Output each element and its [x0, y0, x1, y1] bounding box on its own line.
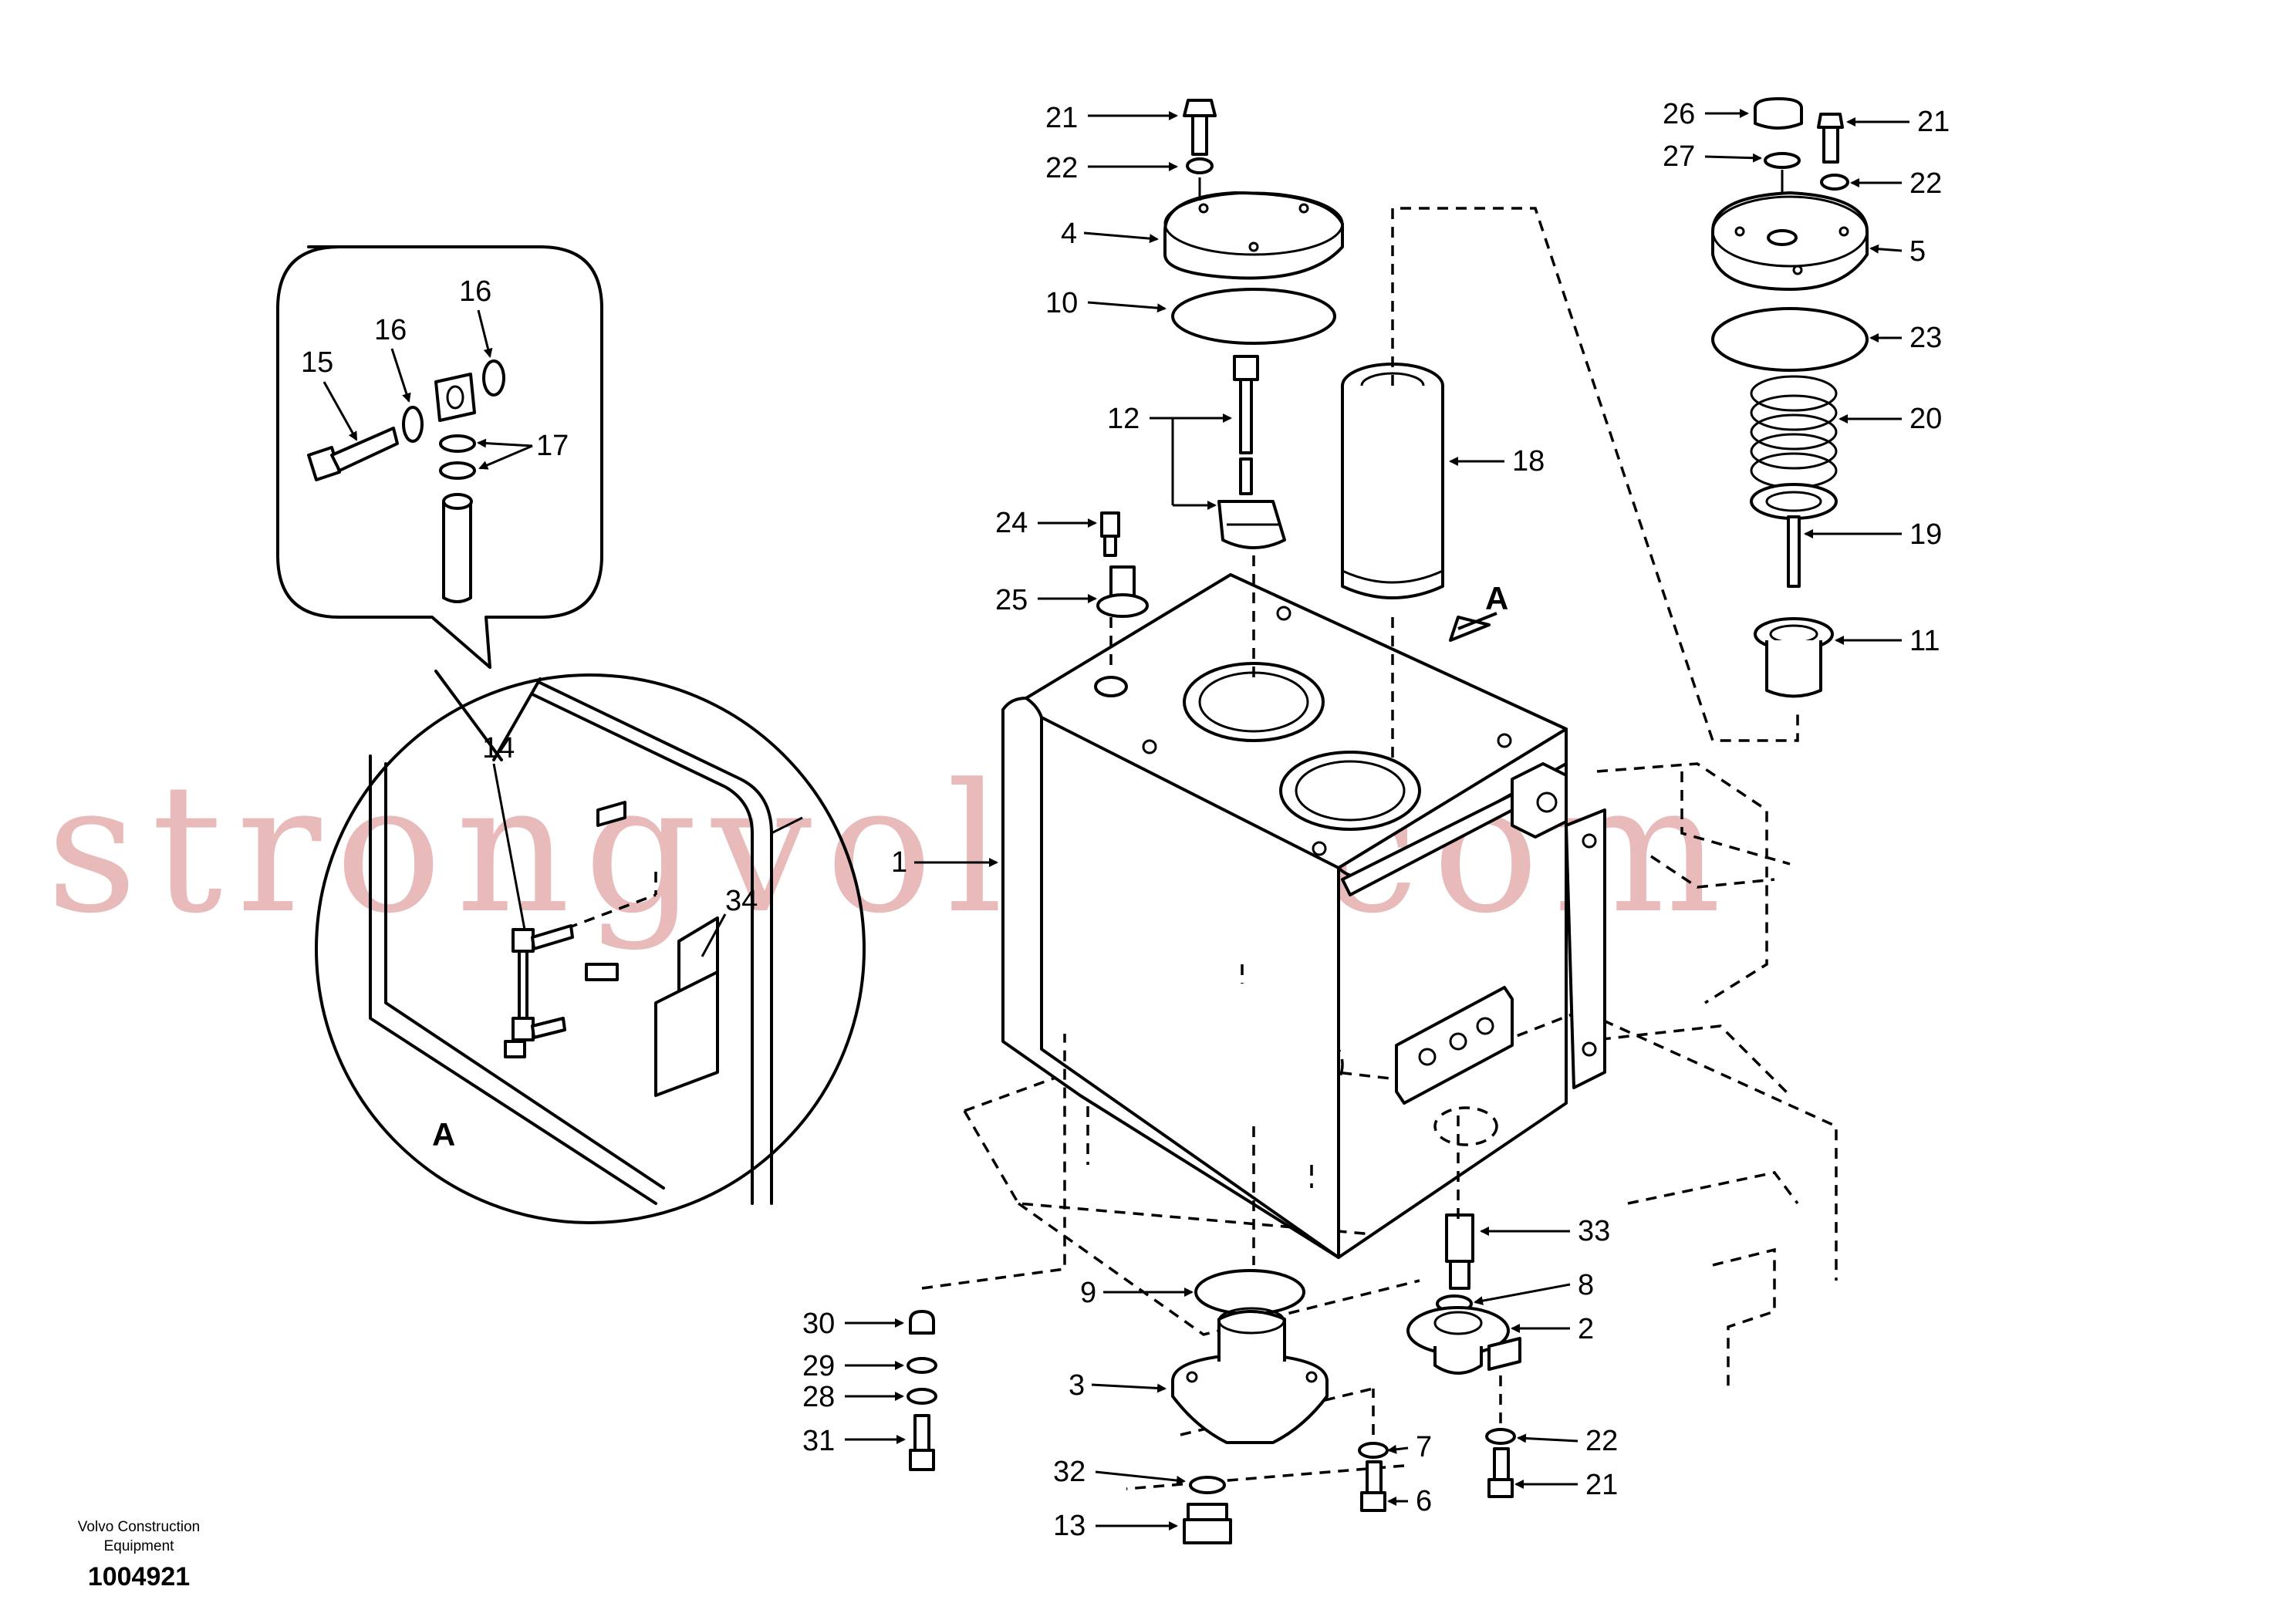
- callout-24: 24: [995, 507, 1028, 539]
- bottom-bolt-axes: [1372, 1365, 1502, 1435]
- seal-16-right: [482, 359, 505, 397]
- oring-27: [1764, 152, 1801, 169]
- seal-ring-23: [1711, 307, 1869, 372]
- fitting-25: [1096, 565, 1149, 618]
- callout-33: 33: [1578, 1215, 1610, 1247]
- hydraulic-tank: [1001, 573, 1606, 1259]
- callout-19: 19: [1909, 518, 1942, 551]
- leader-14: [492, 763, 526, 930]
- callout-14: 14: [482, 732, 515, 764]
- level-switch: [504, 924, 574, 1058]
- guide-11: [1754, 617, 1834, 698]
- stack-axis: [921, 1034, 1066, 1290]
- bolt-6: [1360, 1460, 1386, 1512]
- callout-1: 1: [891, 846, 907, 879]
- callout-28: 28: [802, 1381, 835, 1413]
- cover-plate-4: [1163, 191, 1344, 280]
- nut-30: [909, 1310, 935, 1335]
- washer-29: [907, 1357, 937, 1374]
- callout-2: 2: [1578, 1313, 1594, 1345]
- view-label-detail: A: [432, 1116, 455, 1153]
- oring-17-top: [439, 434, 476, 453]
- detail-box: [276, 245, 603, 669]
- callout-10: 10: [1045, 287, 1078, 319]
- plug-13: [1183, 1503, 1232, 1544]
- banjo-bolt-15: [307, 427, 399, 481]
- company-name-line1: Volvo Construction: [78, 1519, 200, 1535]
- suction-flange-3: [1171, 1307, 1329, 1444]
- filter-element-18: [1341, 363, 1444, 599]
- callout-26: 26: [1663, 98, 1695, 130]
- washer-22-right: [1820, 174, 1849, 191]
- callout-8: 8: [1578, 1269, 1594, 1301]
- callout-23: 23: [1909, 322, 1942, 354]
- callout-13: 13: [1053, 1510, 1086, 1542]
- callout-18: 18: [1512, 445, 1545, 478]
- washer-28: [907, 1388, 937, 1405]
- cover-plate-5: [1711, 191, 1869, 291]
- callout-15: 15: [301, 346, 333, 379]
- callout-22: 22: [1045, 152, 1078, 184]
- view-a-arrow: [1449, 612, 1497, 642]
- valve-19: [1750, 483, 1838, 588]
- callout-12: 12: [1107, 403, 1140, 435]
- link-line-right-assembly: [1391, 207, 1799, 742]
- oring-17-bottom: [439, 461, 476, 480]
- callout-21-bottom: 21: [1585, 1469, 1618, 1501]
- oring-32: [1189, 1476, 1226, 1494]
- callout-21-right: 21: [1917, 106, 1950, 138]
- callout-16-left: 16: [374, 314, 407, 346]
- washer-22-bottom: [1485, 1428, 1516, 1445]
- detail-circle: [315, 673, 866, 1224]
- bolt-24: [1100, 511, 1120, 557]
- callout-20: 20: [1909, 403, 1942, 435]
- banjo-fitting: [434, 373, 476, 422]
- callout-27: 27: [1663, 140, 1695, 173]
- callout-17: 17: [536, 430, 569, 462]
- callout-32: 32: [1053, 1456, 1086, 1488]
- bolt-31: [909, 1414, 935, 1471]
- seal-16-left: [402, 406, 424, 443]
- washer-7: [1358, 1442, 1389, 1459]
- callout-31: 31: [802, 1425, 835, 1457]
- callout-7: 7: [1416, 1431, 1432, 1463]
- drawing-number: 1004921: [88, 1562, 190, 1591]
- spring-20: [1750, 375, 1838, 489]
- bolt-21-right: [1817, 113, 1844, 164]
- callout-5: 5: [1909, 235, 1926, 268]
- fitting-33: [1445, 1213, 1474, 1290]
- callout-4: 4: [1061, 218, 1077, 250]
- company-name-line2: Equipment: [104, 1538, 175, 1554]
- seal-ring-10: [1171, 288, 1336, 345]
- callout-25: 25: [995, 584, 1028, 616]
- strainer-12: [1217, 355, 1286, 549]
- bolt-21-bottom: [1487, 1447, 1514, 1498]
- bolt-21-top: [1183, 99, 1217, 174]
- callout-22-bottom: 22: [1585, 1425, 1618, 1457]
- callout-6: 6: [1416, 1485, 1432, 1517]
- callout-9: 9: [1080, 1277, 1096, 1309]
- callout-3: 3: [1069, 1369, 1085, 1402]
- view-label-main: A: [1485, 580, 1508, 616]
- callout-30: 30: [802, 1308, 835, 1340]
- tube: [442, 493, 473, 603]
- flange-2: [1406, 1306, 1521, 1375]
- leader-34: [701, 913, 727, 957]
- callout-16-right: 16: [459, 275, 491, 308]
- callout-21: 21: [1045, 102, 1078, 134]
- plug-26: [1754, 97, 1803, 130]
- callout-11: 11: [1909, 625, 1940, 657]
- callout-22-right: 22: [1909, 167, 1942, 200]
- detail-connector: [434, 670, 542, 761]
- callout-34: 34: [725, 885, 758, 917]
- callout-29: 29: [802, 1350, 835, 1382]
